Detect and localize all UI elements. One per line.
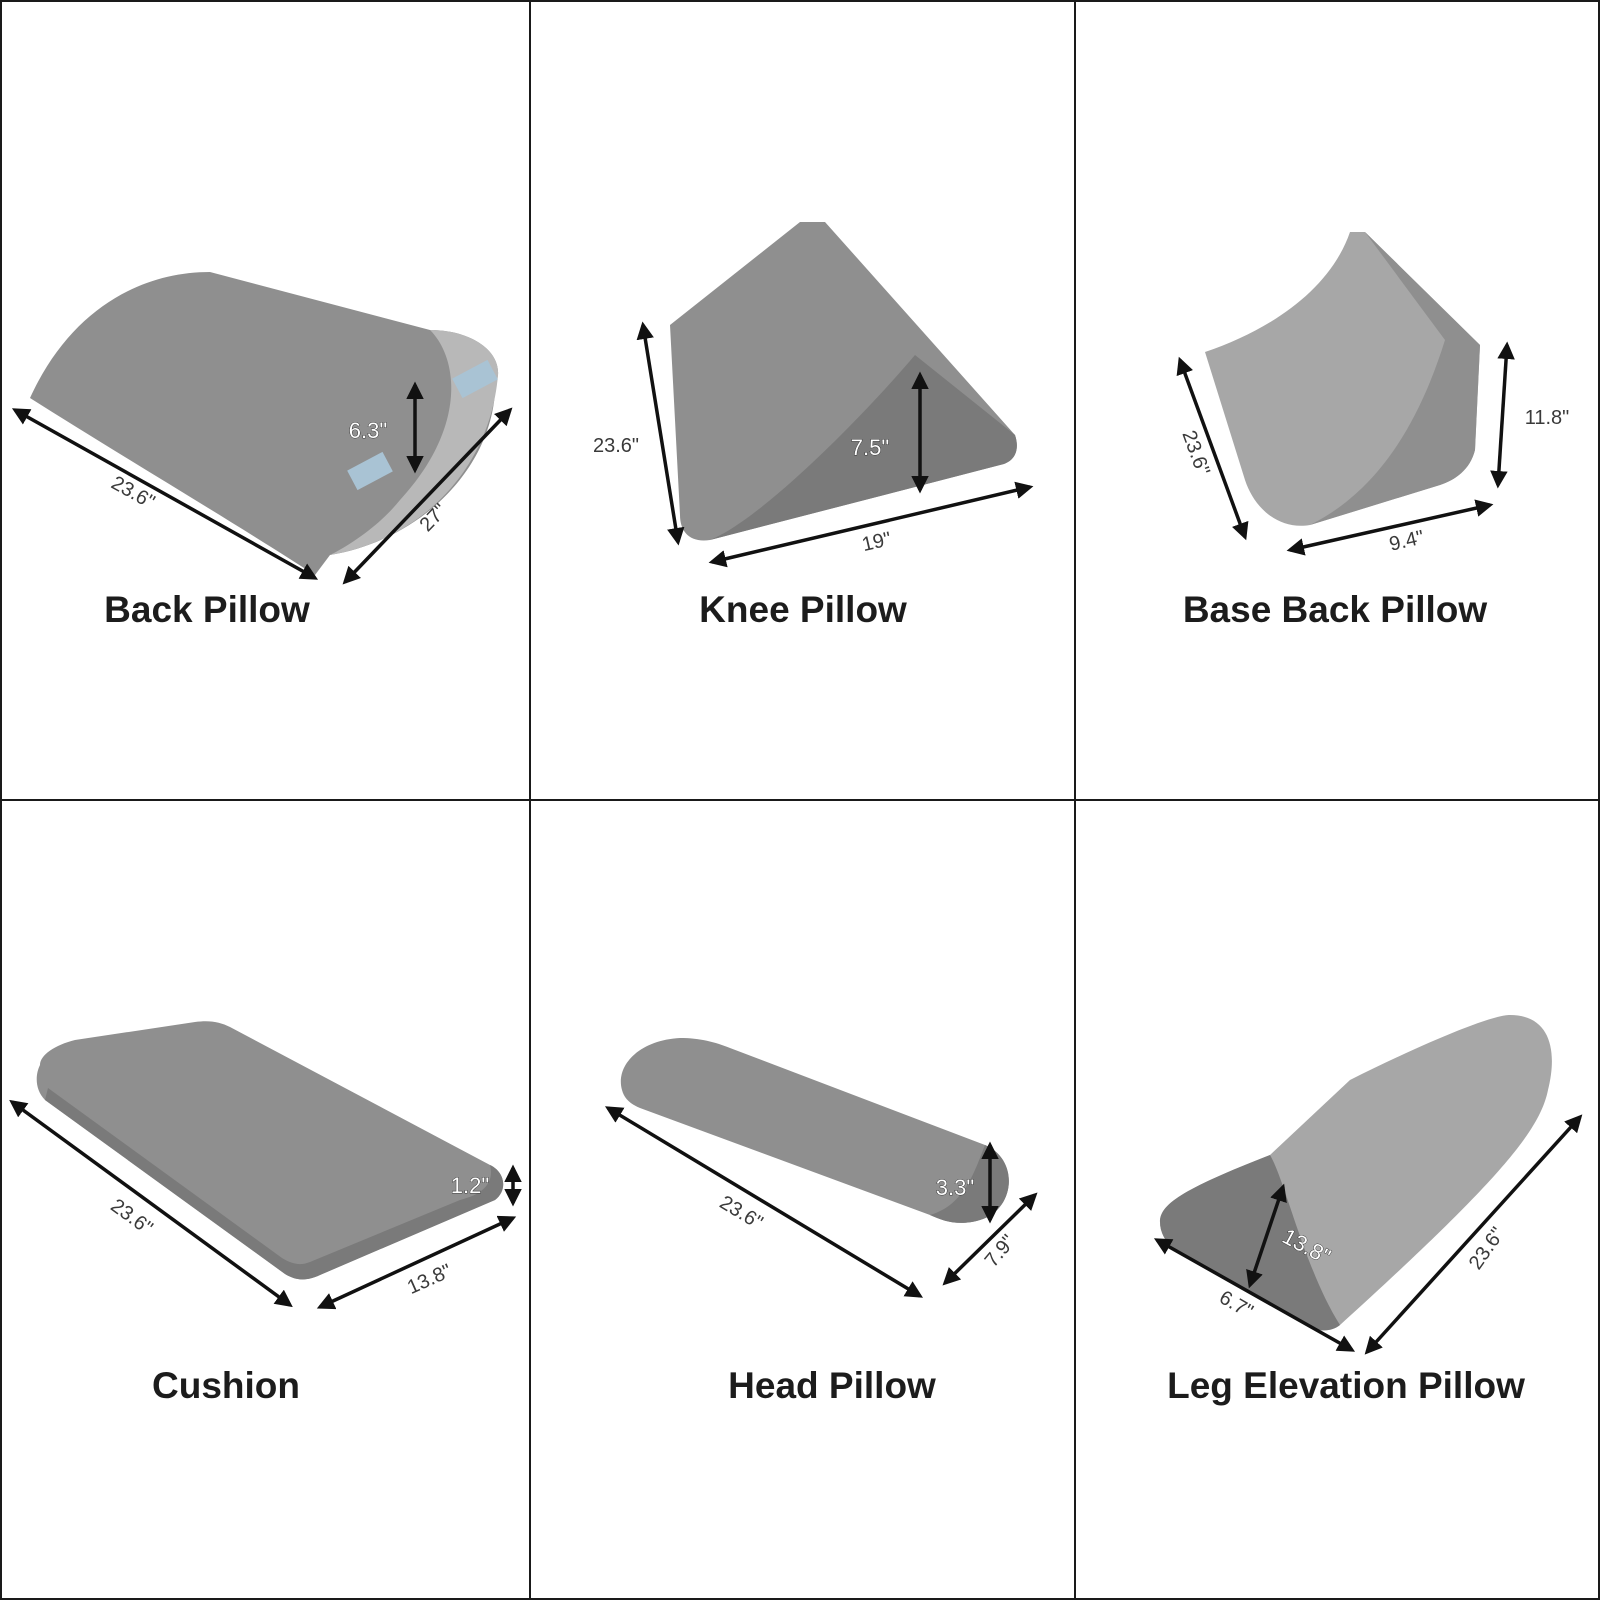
leg-elevation-pillow-title: Leg Elevation Pillow xyxy=(1167,1365,1525,1406)
leg-elevation-pillow-dim-length: 23.6" xyxy=(1465,1223,1509,1273)
base-back-pillow-width-arrow xyxy=(1286,499,1494,556)
head-pillow-dim-height: 3.3" xyxy=(936,1175,974,1200)
cushion-image xyxy=(36,1021,504,1280)
cell-head-pillow: 23.6" 3.3" 7.9" Head Pillow xyxy=(605,1038,1038,1406)
head-pillow-length-arrow xyxy=(605,1106,923,1298)
back-pillow-dim-height: 6.3" xyxy=(349,418,387,443)
cell-back-pillow: 6.3" 23.6" 27" Back Pillow xyxy=(11,272,513,630)
leg-elevation-pillow-image xyxy=(1160,1015,1552,1331)
knee-pillow-dim-length: 23.6" xyxy=(593,435,639,457)
cell-cushion: 23.6" 1.2" 13.8" Cushion xyxy=(9,1021,522,1406)
knee-pillow-image xyxy=(670,222,1017,541)
head-pillow-dim-width: 7.9" xyxy=(981,1231,1020,1272)
base-back-pillow-image xyxy=(1205,232,1480,526)
leg-elevation-pillow-width-arrow xyxy=(1153,1238,1356,1352)
knee-pillow-dim-width: 19" xyxy=(860,528,894,556)
cushion-dim-height: 1.2" xyxy=(451,1173,489,1198)
back-pillow-width-arrow xyxy=(342,407,513,585)
knee-pillow-height-arrow xyxy=(636,321,685,546)
cell-leg-elevation-pillow: 13.8" 6.7" 23.6" Leg Elevation Pillow xyxy=(1153,1015,1583,1406)
knee-pillow-dim-height: 7.5" xyxy=(851,435,889,460)
cell-base-back-pillow: 23.6" 11.8" 9.4" Base Back Pillow xyxy=(1176,232,1570,630)
back-pillow-dim-length: 23.6" xyxy=(107,472,158,514)
base-back-pillow-title: Base Back Pillow xyxy=(1183,589,1488,630)
base-back-pillow-dim-height: 11.8" xyxy=(1525,407,1570,429)
cushion-width-arrow xyxy=(316,1215,517,1310)
base-back-pillow-height-arrow xyxy=(1490,341,1515,489)
knee-pillow-title: Knee Pillow xyxy=(699,589,907,630)
base-back-pillow-length-arrow xyxy=(1176,356,1249,541)
cushion-title: Cushion xyxy=(152,1365,300,1406)
back-pillow-length-arrow xyxy=(11,408,319,580)
base-back-pillow-dim-width: 9.4" xyxy=(1387,527,1426,556)
knee-pillow-width-arrow xyxy=(708,481,1034,568)
cushion-length-arrow xyxy=(9,1099,293,1308)
cell-knee-pillow: 23.6" 7.5" 19" Knee Pillow xyxy=(593,222,1034,630)
back-pillow-title: Back Pillow xyxy=(104,589,310,630)
head-pillow-title: Head Pillow xyxy=(728,1365,936,1406)
leg-elevation-pillow-length-arrow xyxy=(1364,1114,1583,1355)
head-pillow-width-arrow xyxy=(942,1192,1038,1286)
